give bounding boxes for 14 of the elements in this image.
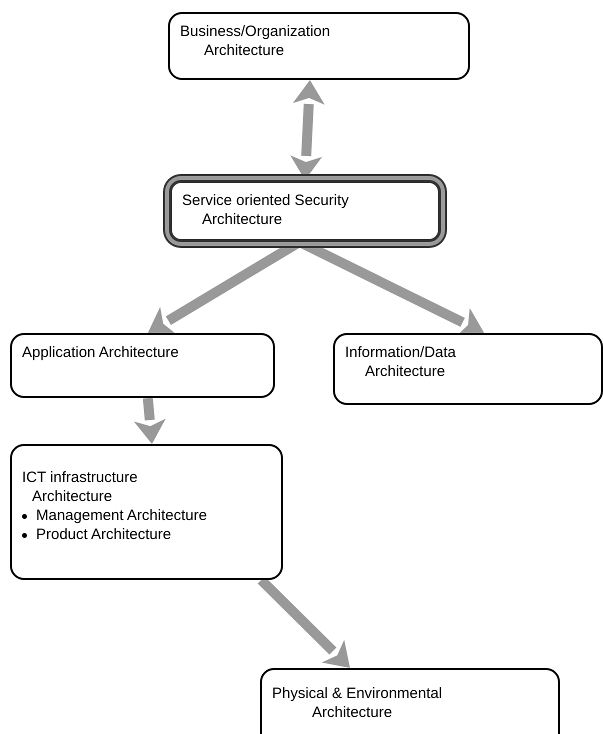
node-label: Physical & Environmental Architecture [272,684,444,722]
node-label: Information/Data Architecture [345,343,457,381]
arrow [134,398,166,444]
node-label: ICT infrastructure Architecture [22,468,139,506]
rounded-box [260,668,560,734]
rounded-box [168,12,470,80]
bullet-item: Management Architecture [22,506,271,525]
node-label: Service oriented Security Architecture [182,191,350,229]
node-label: Business/Organization Architecture [180,22,332,60]
rounded-box [333,333,603,405]
rounded-box [10,333,275,398]
node-label: Application Architecture [22,343,180,362]
rounded-box [10,444,283,580]
bullet-item: Product Architecture [22,525,271,544]
